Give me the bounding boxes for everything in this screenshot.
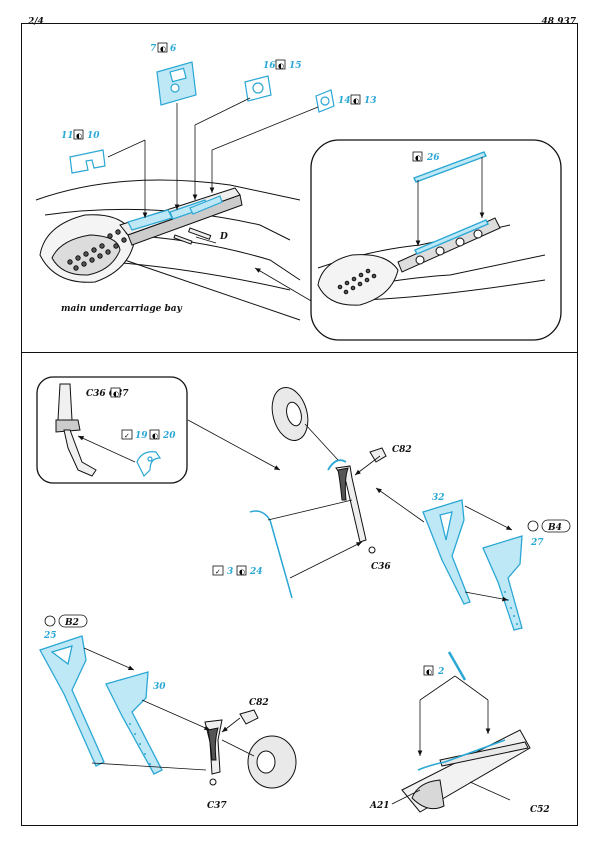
callout-11: 11 (61, 131, 74, 141)
c82-bottom (239, 709, 259, 725)
wheel-well (39, 214, 136, 283)
svg-text:◐: ◐ (152, 432, 158, 440)
callout-30: 30 (153, 682, 166, 692)
page-number: 2/4 (28, 17, 44, 27)
part-2 (447, 651, 467, 681)
label-c37: C37 (207, 801, 227, 811)
callout-20: 20 (162, 431, 176, 441)
callout-27: 27 (530, 538, 544, 548)
callout-7: 7 (150, 44, 157, 54)
svg-text:◐: ◐ (160, 45, 166, 53)
svg-text:◐: ◐ (239, 568, 245, 576)
callout-19: 19 (135, 431, 148, 441)
label-c52: C52 (530, 805, 550, 815)
svg-text:◐: ◐ (76, 132, 82, 140)
part-19-20 (136, 451, 162, 478)
label-c82-top: C82 (392, 445, 412, 455)
callout-d: D (219, 232, 228, 242)
part-3-24 (249, 510, 293, 599)
c82-top (369, 447, 387, 463)
svg-text:✓: ✓ (215, 568, 221, 576)
bottom-labels: C36 C37 ◐ ✓ 19 ◐ 20 C82 C36 ✓ 3 ◐ 24 32 … (43, 387, 571, 815)
part-11-10 (69, 149, 106, 174)
callout-24: 24 (249, 567, 263, 577)
callout-32: 32 (432, 493, 445, 503)
bay-etch-parts (127, 195, 223, 231)
label-a21: A21 (369, 801, 390, 811)
label-c82-bottom: C82 (249, 698, 269, 708)
svg-text:◐: ◐ (113, 390, 119, 398)
inset-bay (397, 217, 501, 273)
top-labels: 7 ◐ 6 16 ◐ 15 14 ◐ 13 11 ◐ 10 D ◐ 26 (61, 42, 440, 242)
part-27 (482, 535, 523, 631)
torque-link-etch (327, 459, 347, 471)
top-leaders (107, 97, 331, 313)
svg-text:◐: ◐ (353, 97, 359, 105)
part-25 (39, 635, 105, 767)
bottom-panel (21, 352, 578, 826)
caption-main-undercarriage-bay: main undercarriage bay (61, 304, 182, 314)
label-c36: C36 (371, 562, 391, 572)
part-16-15 (244, 75, 272, 102)
part-30 (105, 671, 163, 775)
inset-leg (55, 383, 97, 477)
callout-10: 10 (87, 131, 100, 141)
lower-wing-detail (401, 729, 531, 813)
part-32 (422, 499, 471, 605)
main-leg-c37 (204, 719, 223, 786)
label-c36-c37: C36 C37 (86, 389, 129, 399)
callout-15: 15 (289, 61, 302, 71)
callout-14: 14 (338, 96, 351, 106)
main-leg (335, 465, 376, 554)
part-26 (413, 151, 489, 255)
svg-text:◐: ◐ (426, 668, 432, 676)
label-b4: B4 (547, 523, 562, 533)
inset-well (317, 254, 399, 306)
bottom-leaders (83, 419, 513, 805)
callout-2: 2 (437, 667, 444, 677)
callout-13: 13 (364, 96, 377, 106)
main-wheel-bottom (247, 735, 297, 789)
part-14-13 (315, 89, 335, 113)
part-2-installed (417, 739, 506, 771)
callout-16: 16 (263, 61, 276, 71)
kit-code: 48 937 (541, 17, 576, 27)
callout-3: 3 (227, 567, 233, 577)
callout-6: 6 (170, 44, 177, 54)
main-wheel-top (271, 387, 309, 441)
svg-text:✓: ✓ (124, 432, 130, 440)
part-7-6 (156, 61, 197, 106)
svg-text:◐: ◐ (278, 62, 284, 70)
label-b2: B2 (64, 618, 79, 628)
callout-25: 25 (43, 631, 57, 641)
svg-text:◐: ◐ (415, 154, 421, 162)
callout-26: 26 (426, 153, 440, 163)
